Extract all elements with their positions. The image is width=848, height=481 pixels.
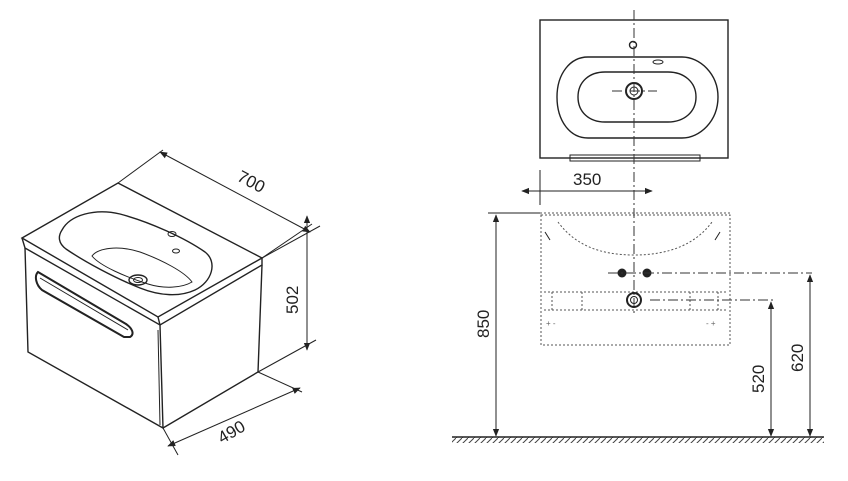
dimension-height-620: 620 <box>788 274 814 437</box>
height-dim-label: 502 <box>283 286 302 314</box>
cabinet-body <box>20 182 264 430</box>
front-view: + - - + <box>540 212 812 346</box>
width-dim-label: 700 <box>234 167 268 197</box>
isometric-view: 700 502 490 <box>20 149 321 456</box>
total-height-dim-label: 850 <box>474 310 493 338</box>
supply-height-dim-label: 620 <box>788 344 807 372</box>
drain-height-dim-label: 520 <box>749 365 768 393</box>
dimension-offset-350: 350 <box>521 170 653 205</box>
tap-hole-icon <box>628 40 638 50</box>
dimension-height-520: 520 <box>749 301 775 437</box>
drain-outlet-icon <box>626 292 642 308</box>
dimension-height-502: 502 <box>257 215 321 373</box>
floor-line <box>452 436 824 443</box>
drawer-handle <box>34 270 134 338</box>
offset-dim-label: 350 <box>573 170 601 189</box>
svg-text:- +: - + <box>706 319 716 328</box>
dimension-width-700: 700 <box>117 149 313 259</box>
depth-dim-label: 490 <box>215 417 249 448</box>
dimension-depth-490: 490 <box>162 371 303 456</box>
basin <box>58 211 213 296</box>
svg-text:+ -: + - <box>546 319 556 328</box>
dimension-height-850: 850 <box>474 212 540 437</box>
